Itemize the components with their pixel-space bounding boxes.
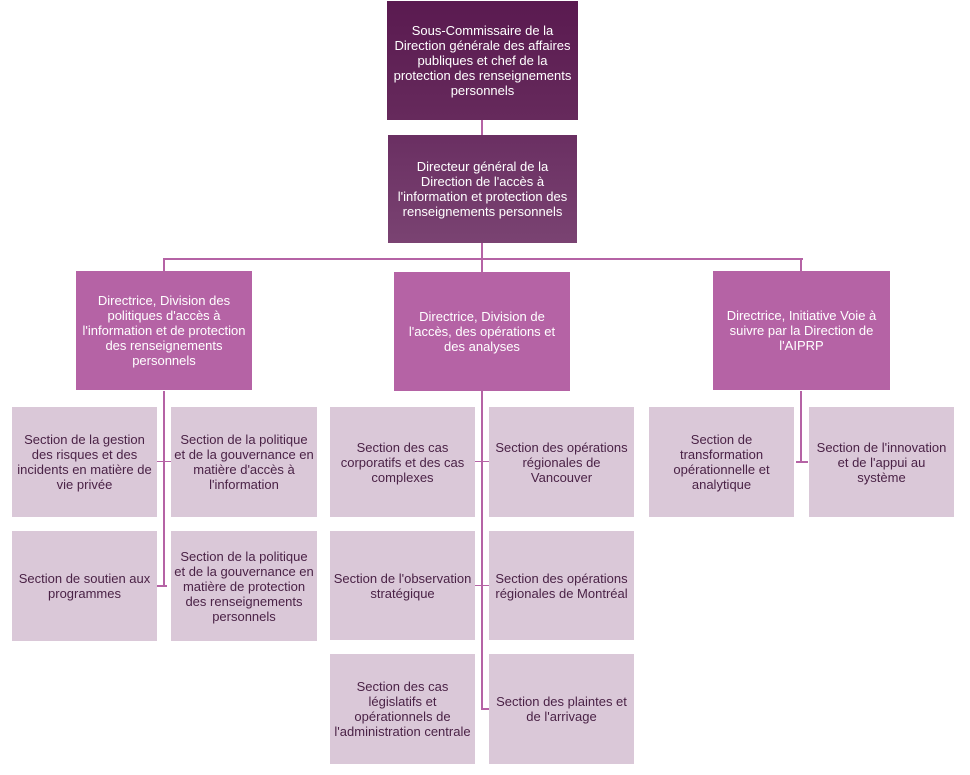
section-title: Section des opérations régionales de Mon… <box>495 570 628 601</box>
section-box: Section de la gestion des risques et des… <box>12 407 157 517</box>
section-title: Section de soutien aux programmes <box>18 571 151 601</box>
section-box: Section de soutien aux programmes <box>12 531 157 641</box>
top-executive-title: Sous-Commissaire de la Direction général… <box>393 23 572 98</box>
section-title: Section des opérations régionales de Van… <box>495 439 628 485</box>
section-title: Section des cas législatifs et opération… <box>334 679 471 739</box>
section-box: Section des cas législatifs et opération… <box>330 654 475 764</box>
connector <box>481 391 483 709</box>
section-box: Section de la politique et de la gouvern… <box>171 531 317 641</box>
division-box: Directrice, Division des politiques d'ac… <box>76 271 252 390</box>
section-box: Section de l'innovation et de l'appui au… <box>809 407 954 517</box>
section-box: Section des cas corporatifs et des cas c… <box>330 407 475 517</box>
division-title: Directrice, Division de l'accès, des opé… <box>408 309 556 354</box>
section-title: Section des cas corporatifs et des cas c… <box>340 439 465 485</box>
connector <box>796 461 808 463</box>
connector <box>163 258 165 272</box>
connector <box>157 461 171 462</box>
section-box: Section de la politique et de la gouvern… <box>171 407 317 517</box>
section-box: Section de l'observation stratégique <box>330 531 475 640</box>
division-box: Directrice, Initiative Voie à suivre par… <box>713 271 890 390</box>
division-box: Directrice, Division de l'accès, des opé… <box>394 272 570 391</box>
section-box: Section des opérations régionales de Van… <box>489 407 634 517</box>
section-title: Section de la gestion des risques et des… <box>17 432 152 492</box>
connector <box>800 258 802 272</box>
connector <box>163 258 803 260</box>
connector <box>163 391 165 586</box>
connector <box>800 391 802 462</box>
connector <box>157 585 167 587</box>
section-box: Section des plaintes et de l'arrivage <box>489 654 634 764</box>
section-box: Section des opérations régionales de Mon… <box>489 531 634 640</box>
section-title: Section de l'observation stratégique <box>333 570 472 601</box>
section-title: Section de la politique et de la gouvern… <box>174 432 314 492</box>
connector <box>481 708 489 710</box>
top-executive-box: Sous-Commissaire de la Direction général… <box>387 1 578 120</box>
division-title: Directrice, Initiative Voie à suivre par… <box>726 308 877 353</box>
section-box: Section de transformation opérationnelle… <box>649 407 794 517</box>
connector <box>475 461 489 462</box>
director-general-box: Directeur général de la Direction de l'a… <box>388 135 577 243</box>
section-title: Section de la politique et de la gouvern… <box>174 548 314 624</box>
section-title: Section de transformation opérationnelle… <box>673 432 770 492</box>
section-title: Section de l'innovation et de l'appui au… <box>816 439 947 485</box>
director-general-title: Directeur général de la Direction de l'a… <box>397 159 568 219</box>
section-title: Section des plaintes et de l'arrivage <box>496 694 627 724</box>
connector <box>475 585 489 586</box>
division-title: Directrice, Division des politiques d'ac… <box>82 293 246 368</box>
